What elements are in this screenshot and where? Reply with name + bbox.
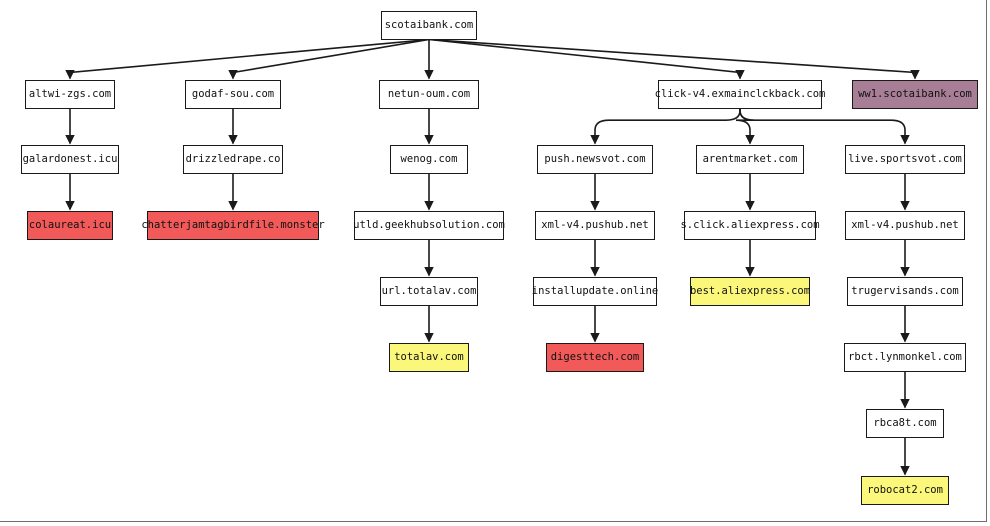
node-truger[interactable]: trugervisands.com <box>847 276 963 306</box>
node-label: rbca8t.com <box>873 417 937 429</box>
node-label: xml-v4.pushub.net <box>851 219 959 231</box>
node-label: godaf-sou.com <box>191 88 275 100</box>
edge-root-to-click <box>428 38 745 80</box>
node-chatt[interactable]: chatterjamtagbirdfile.monster <box>141 210 325 240</box>
node-label: url.totalav.com <box>381 285 477 297</box>
node-rbct[interactable]: rbct.lynmonkel.com <box>844 342 966 372</box>
node-urltot[interactable]: url.totalav.com <box>380 276 478 306</box>
node-sclick[interactable]: s.click.aliexpress.com <box>680 210 820 240</box>
edge-root-to-godaf <box>228 38 430 80</box>
node-click[interactable]: click-v4.exmainclckback.com <box>655 79 825 109</box>
frame-border-right <box>986 0 987 522</box>
node-label: live.sportsvot.com <box>848 153 962 165</box>
node-label: totalav.com <box>394 351 464 363</box>
node-label: push.newsvot.com <box>544 153 646 165</box>
node-galar[interactable]: galardonest.icu <box>21 144 119 174</box>
node-label: scotaibank.com <box>384 19 474 31</box>
edge-root-to-altwi <box>65 38 430 80</box>
node-netun[interactable]: netun-oum.com <box>379 79 479 109</box>
node-label: chatterjamtagbirdfile.monster <box>141 219 325 231</box>
node-arent[interactable]: arentmarket.com <box>696 144 804 174</box>
node-label: installupdate.online <box>531 285 659 297</box>
node-label: arentmarket.com <box>702 153 798 165</box>
node-label: ww1.scotaibank.com <box>858 88 972 100</box>
node-rbca8t[interactable]: rbca8t.com <box>866 408 944 438</box>
node-label: trugervisands.com <box>851 285 959 297</box>
node-drizz[interactable]: drizzledrape.co <box>183 144 283 174</box>
node-label: drizzledrape.co <box>185 153 281 165</box>
node-push[interactable]: push.newsvot.com <box>537 144 653 174</box>
node-robocat[interactable]: robocat2.com <box>861 475 949 505</box>
node-label: xml-v4.pushub.net <box>541 219 649 231</box>
node-best[interactable]: best.aliexpress.com <box>689 276 811 306</box>
node-xml2[interactable]: xml-v4.pushub.net <box>845 210 965 240</box>
node-label: rbct.lynmonkel.com <box>848 351 962 363</box>
node-root[interactable]: scotaibank.com <box>381 10 477 40</box>
node-totalav[interactable]: totalav.com <box>389 342 469 372</box>
node-label: galardonest.icu <box>22 153 118 165</box>
node-label: digesttech.com <box>550 351 640 363</box>
node-altwi[interactable]: altwi-zgs.com <box>25 79 115 109</box>
node-colau[interactable]: colaureat.icu <box>27 210 113 240</box>
node-label: utld.geekhubsolution.com <box>353 219 505 231</box>
node-xml1[interactable]: xml-v4.pushub.net <box>535 210 655 240</box>
frame-border-bottom <box>0 521 987 522</box>
node-label: best.aliexpress.com <box>689 285 811 297</box>
node-install[interactable]: installupdate.online <box>531 276 659 306</box>
edge-root-to-ww1 <box>428 38 920 80</box>
node-label: colaureat.icu <box>28 219 112 231</box>
node-label: robocat2.com <box>867 484 943 496</box>
edge-click-to-live <box>739 108 910 145</box>
node-label: netun-oum.com <box>387 88 471 100</box>
node-label: wenog.com <box>400 153 458 165</box>
node-digest[interactable]: digesttech.com <box>546 342 644 372</box>
edge-click-to-push <box>590 108 741 145</box>
node-label: altwi-zgs.com <box>28 88 112 100</box>
node-live[interactable]: live.sportsvot.com <box>845 144 965 174</box>
node-godaf[interactable]: godaf-sou.com <box>185 79 281 109</box>
node-utld[interactable]: utld.geekhubsolution.com <box>353 210 505 240</box>
node-wenog[interactable]: wenog.com <box>390 144 468 174</box>
node-ww1[interactable]: ww1.scotaibank.com <box>852 79 978 109</box>
node-label: s.click.aliexpress.com <box>680 219 820 231</box>
node-label: click-v4.exmainclckback.com <box>654 88 826 100</box>
